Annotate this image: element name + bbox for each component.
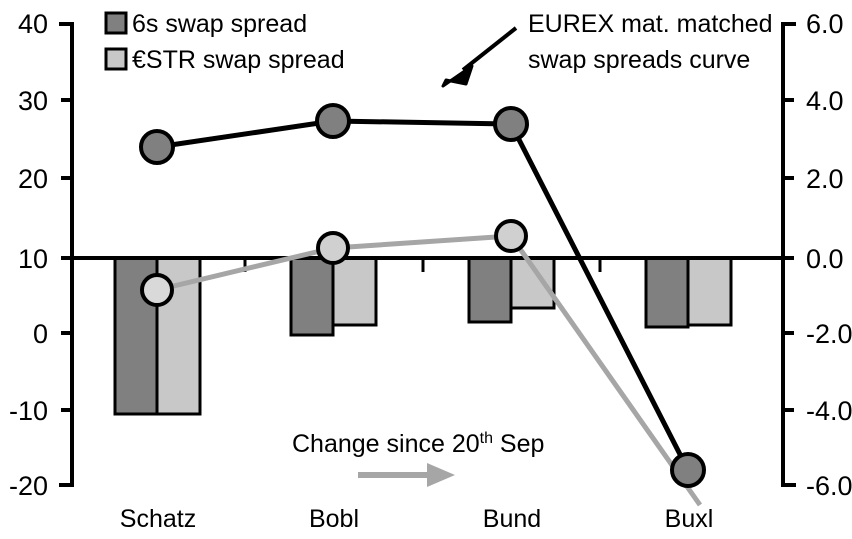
left-axis-tick-labels: 40 30 20 10 0 -10 -20 <box>9 9 48 501</box>
left-tick-0: 0 <box>33 319 48 349</box>
legend-label-6s: 6s swap spread <box>132 10 307 38</box>
right-tick-neg6: -6.0 <box>806 471 852 501</box>
marker-eurex-schatz <box>139 129 175 165</box>
legend-label-estr: €STR swap spread <box>132 46 345 74</box>
marker-change-bund <box>494 219 528 253</box>
marker-eurex-buxl <box>670 452 706 488</box>
right-tick-4: 4.0 <box>806 86 844 116</box>
change-note-suffix: Sep <box>493 430 544 458</box>
right-tick-0: 0.0 <box>806 244 844 274</box>
right-tick-neg4: -4.0 <box>806 396 852 426</box>
bar-buxl-estr <box>686 256 733 327</box>
bar-buxl-6s <box>644 256 690 329</box>
marker-eurex-bobl <box>315 103 351 139</box>
left-tick-neg10: -10 <box>9 396 48 426</box>
curve-callout-line2: swap spreads curve <box>528 46 750 74</box>
left-tick-30: 30 <box>18 86 48 116</box>
left-tick-10: 10 <box>18 244 48 274</box>
right-tick-2: 2.0 <box>806 164 844 194</box>
category-label-bund: Bund <box>483 505 541 533</box>
left-tick-20: 20 <box>18 164 48 194</box>
curve-callout: EUREX mat. matched swap spreads curve <box>441 10 773 88</box>
change-note-superscript: th <box>480 430 493 447</box>
category-labels: Schatz Bobl Bund Buxl <box>120 505 714 533</box>
change-note: Change since 20th Sep <box>292 430 544 487</box>
change-note-prefix: Change since 20 <box>292 430 480 458</box>
bar-group-buxl <box>644 256 733 329</box>
right-tick-6: 6.0 <box>806 9 844 39</box>
marker-eurex-bund <box>493 106 529 142</box>
bar-group-bund <box>467 256 556 324</box>
change-note-text: Change since 20th Sep <box>292 430 544 458</box>
marker-change-bobl <box>316 231 350 265</box>
bar-bund-6s <box>467 256 513 324</box>
series-line-eurex <box>139 103 706 488</box>
category-label-schatz: Schatz <box>120 505 196 533</box>
series-line-change <box>140 219 703 507</box>
bar-group-bobl <box>289 256 378 337</box>
bar-bobl-estr <box>331 256 378 327</box>
legend-swatch-6s <box>104 11 128 35</box>
change-arrow-icon <box>358 463 455 487</box>
left-tick-40: 40 <box>18 9 48 39</box>
legend: 6s swap spread €STR swap spread <box>104 10 345 74</box>
marker-change-schatz <box>140 273 174 307</box>
bar-bobl-6s <box>289 256 335 337</box>
category-label-buxl: Buxl <box>665 505 714 533</box>
callout-arrow-icon <box>441 26 518 88</box>
left-axis <box>59 22 74 487</box>
right-axis-tick-labels: 6.0 4.0 2.0 0.0 -2.0 -4.0 -6.0 <box>806 9 852 501</box>
curve-callout-line1: EUREX mat. matched <box>528 10 773 38</box>
legend-swatch-estr <box>104 47 128 71</box>
right-tick-neg2: -2.0 <box>806 319 852 349</box>
category-label-bobl: Bobl <box>309 505 359 533</box>
right-axis <box>772 22 796 487</box>
left-tick-neg20: -20 <box>9 471 48 501</box>
